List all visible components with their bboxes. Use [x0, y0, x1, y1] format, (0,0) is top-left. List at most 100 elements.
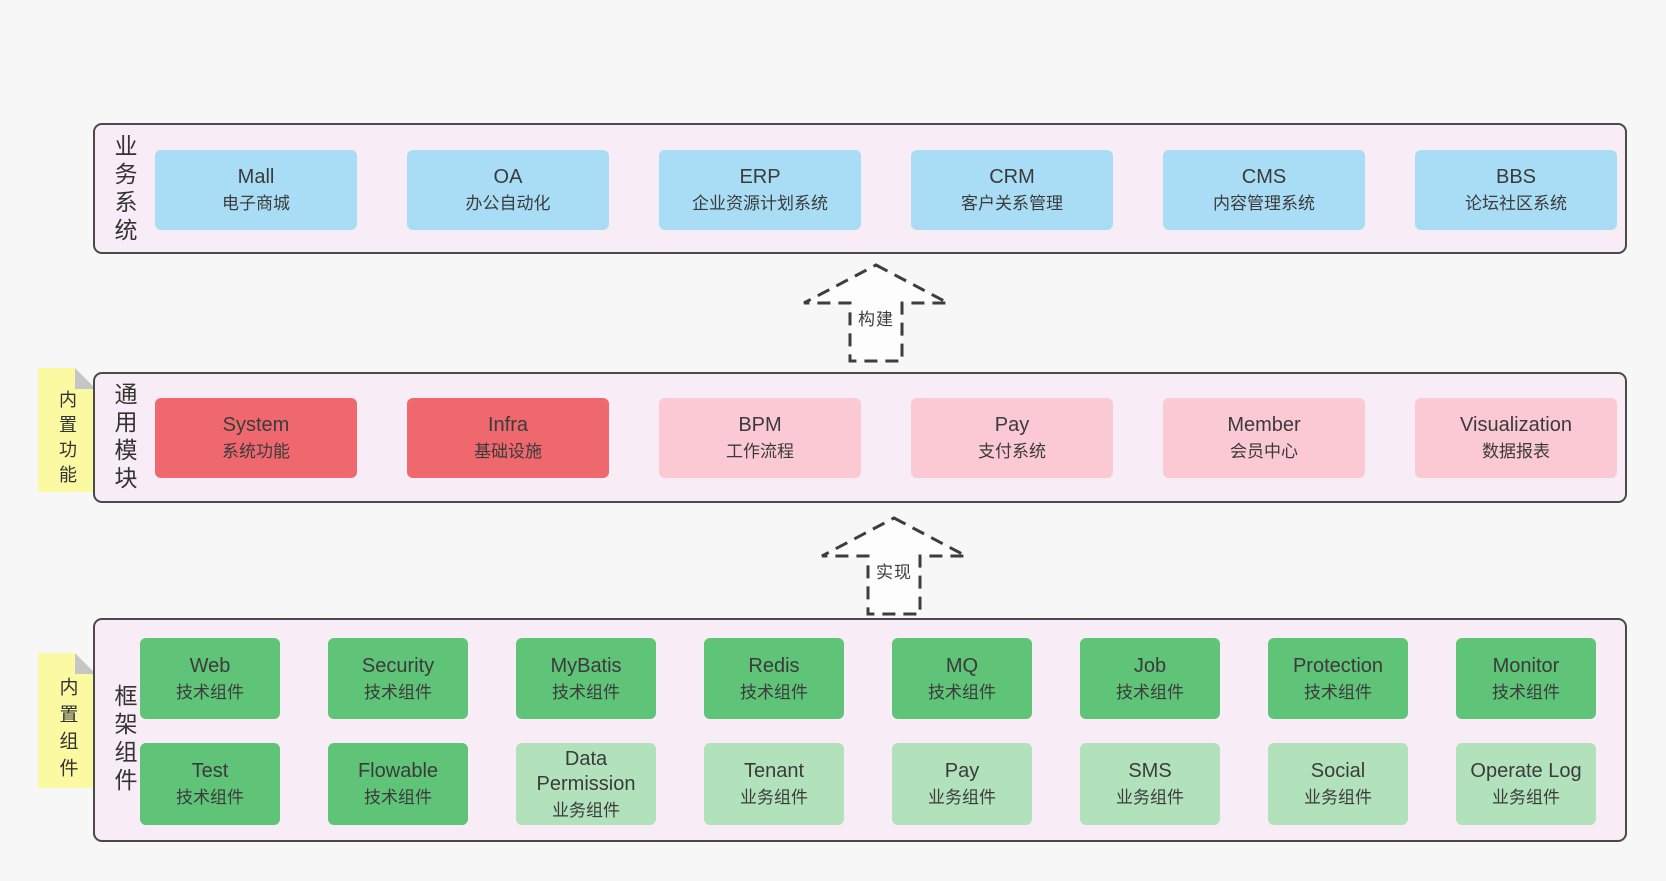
box-title: Social — [1310, 760, 1366, 783]
box-title: Protection — [1292, 654, 1384, 677]
box-subtitle: 业务组件 — [1304, 788, 1372, 808]
box-subtitle: 业务组件 — [1492, 788, 1560, 808]
box-pay-business: Pay 业务组件 — [892, 743, 1032, 825]
box-title: CMS — [1241, 166, 1287, 189]
box-title: Data Permission — [536, 747, 636, 795]
box-title: Pay — [994, 414, 1030, 437]
up-arrow-icon — [821, 516, 967, 616]
box-member: Member 会员中心 — [1163, 398, 1365, 478]
box-cms: CMS 内容管理系统 — [1163, 150, 1365, 230]
box-mybatis: MyBatis 技术组件 — [516, 638, 656, 719]
box-title: ERP — [739, 166, 781, 189]
box-title: MyBatis — [550, 654, 622, 677]
box-title: Visualization — [1460, 414, 1572, 437]
layer-title: 通用模块 — [111, 382, 137, 494]
box-redis: Redis 技术组件 — [704, 638, 844, 719]
box-flowable: Flowable 技术组件 — [328, 743, 468, 825]
box-subtitle: 系统功能 — [222, 442, 290, 462]
box-subtitle: 技术组件 — [1492, 682, 1560, 702]
box-crm: CRM 客户关系管理 — [911, 150, 1113, 230]
box-protection: Protection 技术组件 — [1268, 638, 1408, 719]
box-title: System — [222, 414, 290, 437]
box-subtitle: 技术组件 — [740, 682, 808, 702]
box-subtitle: 办公自动化 — [465, 194, 551, 214]
arrow-label: 实现 — [876, 563, 912, 582]
box-infra: Infra 基础设施 — [407, 398, 609, 478]
box-mq: MQ 技术组件 — [892, 638, 1032, 719]
box-subtitle: 客户关系管理 — [961, 194, 1063, 214]
box-subtitle: 内容管理系统 — [1213, 194, 1315, 214]
box-mall: Mall 电子商城 — [155, 150, 357, 230]
layer-business-systems: 业务系统 Mall 电子商城 OA 办公自动化 ERP 企业资源计划系统 CRM… — [93, 123, 1627, 254]
box-job: Job 技术组件 — [1080, 638, 1220, 719]
implement-arrow: 实现 — [818, 514, 970, 618]
box-bpm: BPM 工作流程 — [659, 398, 861, 478]
layer-common-modules: 通用模块 System 系统功能 Infra 基础设施 BPM 工作流程 Pay… — [93, 372, 1627, 503]
box-subtitle: 电子商城 — [222, 194, 290, 214]
sticky-note-builtin-functions: 内置功能 — [38, 368, 96, 492]
box-subtitle: 支付系统 — [978, 442, 1046, 462]
box-subtitle: 基础设施 — [474, 442, 542, 462]
box-title: Security — [361, 654, 435, 677]
box-erp: ERP 企业资源计划系统 — [659, 150, 861, 230]
box-monitor: Monitor 技术组件 — [1456, 638, 1596, 719]
box-title: BBS — [1495, 166, 1537, 189]
sticky-note-text: 内置组件 — [56, 677, 78, 785]
box-subtitle: 技术组件 — [176, 788, 244, 808]
box-data-permission: Data Permission 业务组件 — [516, 743, 656, 825]
layer-title: 业务系统 — [111, 134, 137, 246]
box-row: Test 技术组件 Flowable 技术组件 Data Permission … — [140, 743, 1596, 825]
box-subtitle: 业务组件 — [928, 788, 996, 808]
arrow-label: 构建 — [858, 310, 894, 329]
box-title: Job — [1133, 654, 1167, 677]
box-title: Test — [191, 760, 229, 783]
box-subtitle: 企业资源计划系统 — [692, 194, 828, 214]
box-subtitle: 业务组件 — [552, 800, 620, 820]
box-title: Redis — [748, 654, 800, 677]
box-title: Monitor — [1492, 654, 1560, 677]
box-visualization: Visualization 数据报表 — [1415, 398, 1617, 478]
box-title: Tenant — [743, 760, 805, 783]
box-title: SMS — [1128, 760, 1172, 783]
box-subtitle: 技术组件 — [1304, 682, 1372, 702]
box-title: Operate Log — [1470, 760, 1582, 783]
box-subtitle: 业务组件 — [740, 788, 808, 808]
box-subtitle: 技术组件 — [928, 682, 996, 702]
box-subtitle: 技术组件 — [364, 682, 432, 702]
box-security: Security 技术组件 — [328, 638, 468, 719]
box-subtitle: 会员中心 — [1230, 442, 1298, 462]
box-title: Pay — [944, 760, 980, 783]
box-web: Web 技术组件 — [140, 638, 280, 719]
box-title: BPM — [738, 414, 782, 437]
box-title: Member — [1227, 414, 1301, 437]
box-social: Social 业务组件 — [1268, 743, 1408, 825]
layer-framework-components: 框架组件 Web 技术组件 Security 技术组件 MyBatis 技术组件… — [93, 618, 1627, 842]
box-oa: OA 办公自动化 — [407, 150, 609, 230]
box-title: CRM — [989, 166, 1035, 189]
layer-title: 框架组件 — [111, 684, 137, 796]
box-test: Test 技术组件 — [140, 743, 280, 825]
box-subtitle: 技术组件 — [1116, 682, 1184, 702]
box-title: MQ — [945, 654, 979, 677]
box-row: Mall 电子商城 OA 办公自动化 ERP 企业资源计划系统 CRM 客户关系… — [155, 150, 1617, 230]
box-system: System 系统功能 — [155, 398, 357, 478]
up-arrow-icon — [803, 263, 949, 363]
box-sms: SMS 业务组件 — [1080, 743, 1220, 825]
build-arrow: 构建 — [800, 261, 952, 365]
sticky-note-builtin-components: 内置组件 — [38, 653, 96, 788]
box-bbs: BBS 论坛社区系统 — [1415, 150, 1617, 230]
box-row: System 系统功能 Infra 基础设施 BPM 工作流程 Pay 支付系统… — [155, 398, 1617, 478]
box-row: Web 技术组件 Security 技术组件 MyBatis 技术组件 Redi… — [140, 638, 1596, 719]
box-subtitle: 业务组件 — [1116, 788, 1184, 808]
box-subtitle: 数据报表 — [1482, 442, 1550, 462]
box-operate-log: Operate Log 业务组件 — [1456, 743, 1596, 825]
box-title: Web — [189, 654, 231, 677]
sticky-note-text: 内置功能 — [57, 390, 77, 490]
box-subtitle: 论坛社区系统 — [1465, 194, 1567, 214]
box-title: Infra — [487, 414, 529, 437]
box-title: Flowable — [357, 760, 439, 783]
box-subtitle: 技术组件 — [552, 682, 620, 702]
box-pay: Pay 支付系统 — [911, 398, 1113, 478]
box-title: Mall — [237, 166, 275, 189]
